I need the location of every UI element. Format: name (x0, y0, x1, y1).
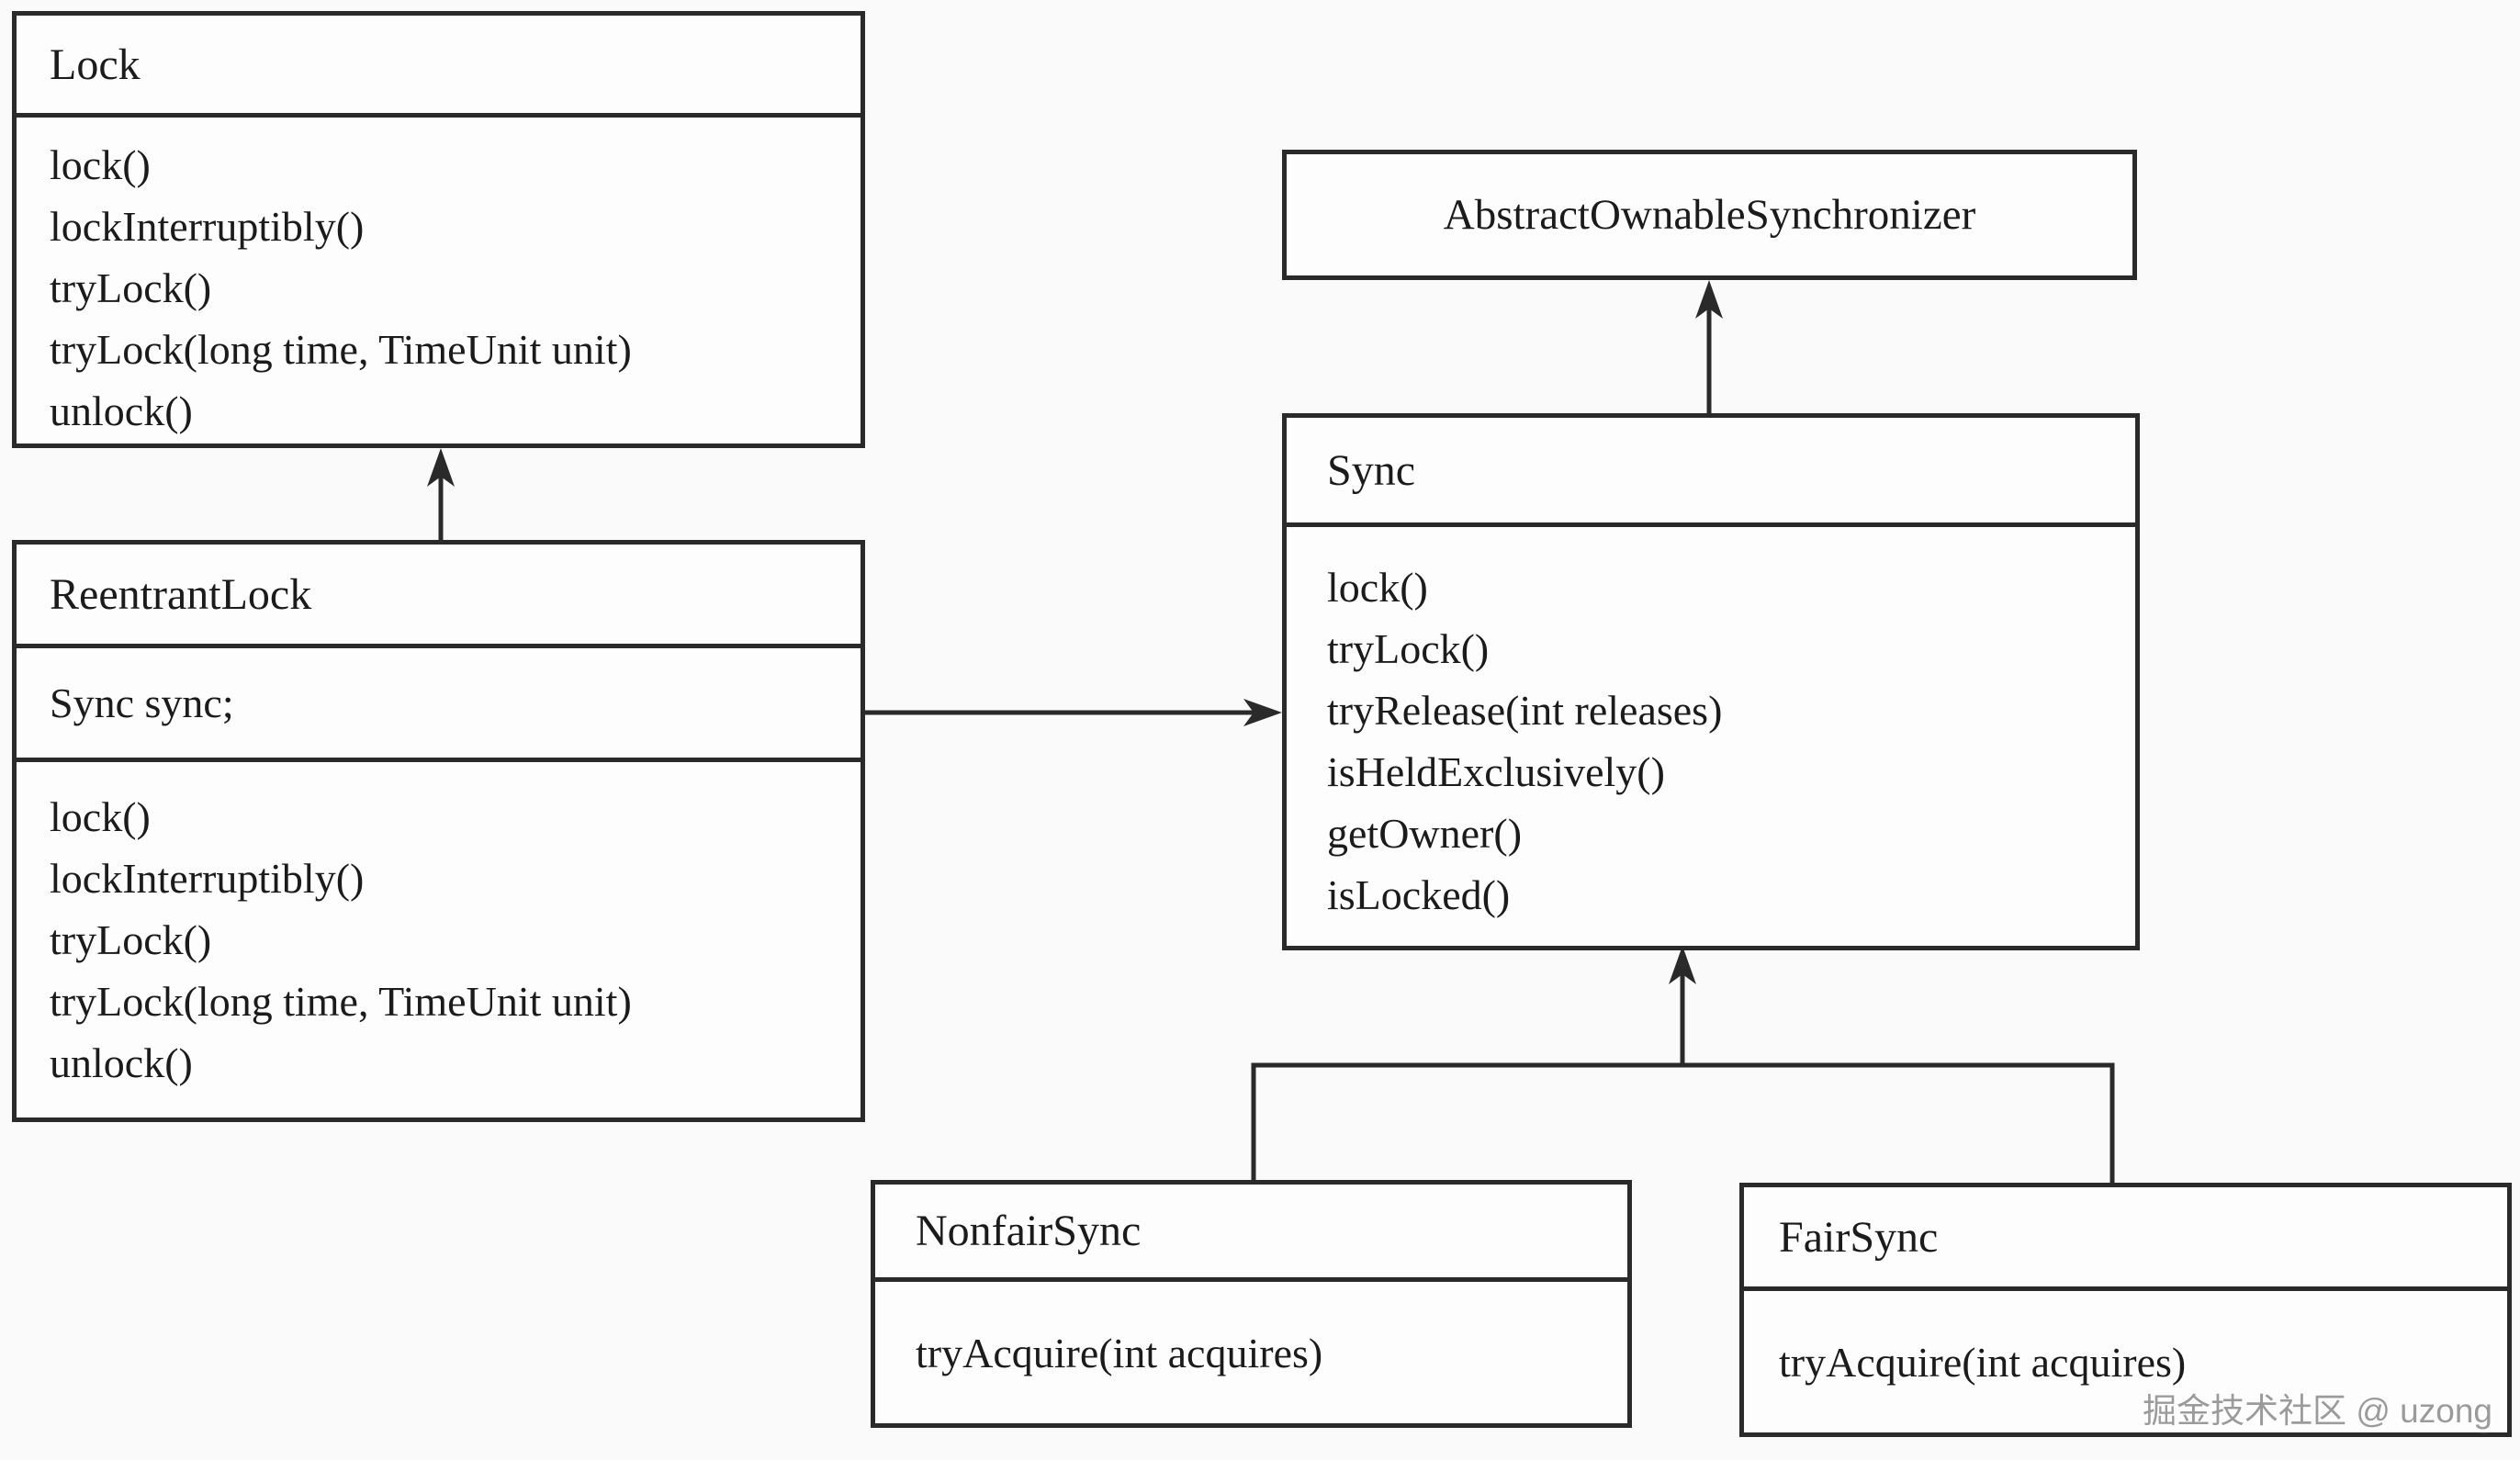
arrowhead-up-subclasses-to-sync-icon (1669, 946, 1696, 984)
class-title-lock: Lock (17, 16, 861, 118)
method-list-lock: lock() lockInterruptibly() tryLock() try… (17, 118, 861, 442)
class-title-sync: Sync (1287, 418, 2135, 527)
method-item: unlock() (50, 387, 193, 434)
class-title-abstractownablesynchronizer: AbstractOwnableSynchronizer (1443, 191, 1976, 239)
method-item: lockInterruptibly() (50, 203, 365, 250)
method-item: tryAcquire(int acquires) (916, 1329, 1323, 1376)
class-title-fairsync: FairSync (1744, 1187, 2507, 1291)
method-item: tryLock() (50, 264, 212, 311)
arrowhead-right-reentrantlock-to-sync-icon (1243, 699, 1282, 726)
method-item: getOwner() (1327, 810, 1523, 857)
arrowhead-up-reentrantlock-to-lock-icon (427, 448, 455, 487)
class-box-abstractownablesynchronizer: AbstractOwnableSynchronizer (1282, 150, 2137, 280)
method-item: tryLock(long time, TimeUnit unit) (50, 978, 632, 1025)
class-box-lock: Lock lock() lockInterruptibly() tryLock(… (12, 11, 865, 448)
method-item: lockInterruptibly() (50, 855, 365, 902)
method-item: tryLock() (50, 916, 212, 963)
class-title-reentrantlock: ReentrantLock (17, 545, 861, 648)
method-item: lock() (50, 141, 151, 188)
method-item: lock() (1327, 564, 1428, 611)
class-title-nonfairsync: NonfairSync (875, 1185, 1627, 1282)
connector-subclasses-to-sync (1251, 1062, 2115, 1183)
method-item: tryAcquire(int acquires) (1779, 1338, 2187, 1386)
method-item: tryRelease(int releases) (1327, 687, 1723, 734)
arrowhead-up-sync-to-aos-icon (1695, 280, 1723, 319)
method-item: tryLock(long time, TimeUnit unit) (50, 326, 632, 373)
method-item: lock() (50, 793, 151, 840)
class-box-nonfairsync: NonfairSync tryAcquire(int acquires) (871, 1180, 1632, 1428)
class-box-fairsync: FairSync tryAcquire(int acquires) (1739, 1183, 2512, 1437)
method-item: isHeldExclusively() (1327, 748, 1665, 795)
method-list-nonfairsync: tryAcquire(int acquires) (875, 1282, 1627, 1423)
method-list-reentrantlock: lock() lockInterruptibly() tryLock() try… (17, 762, 861, 1094)
class-box-reentrantlock: ReentrantLock Sync sync; lock() lockInte… (12, 540, 865, 1122)
method-list-fairsync: tryAcquire(int acquires) (1744, 1291, 2507, 1432)
field-item-sync-sync: Sync sync; (17, 648, 861, 762)
method-list-sync: lock() tryLock() tryRelease(int releases… (1287, 527, 2135, 926)
watermark: 掘金技术社区 @ uzong (2143, 1392, 2492, 1430)
method-item: isLocked() (1327, 871, 1511, 918)
class-box-sync: Sync lock() tryLock() tryRelease(int rel… (1282, 413, 2140, 950)
method-item: tryLock() (1327, 625, 1490, 672)
method-item: unlock() (50, 1039, 193, 1086)
